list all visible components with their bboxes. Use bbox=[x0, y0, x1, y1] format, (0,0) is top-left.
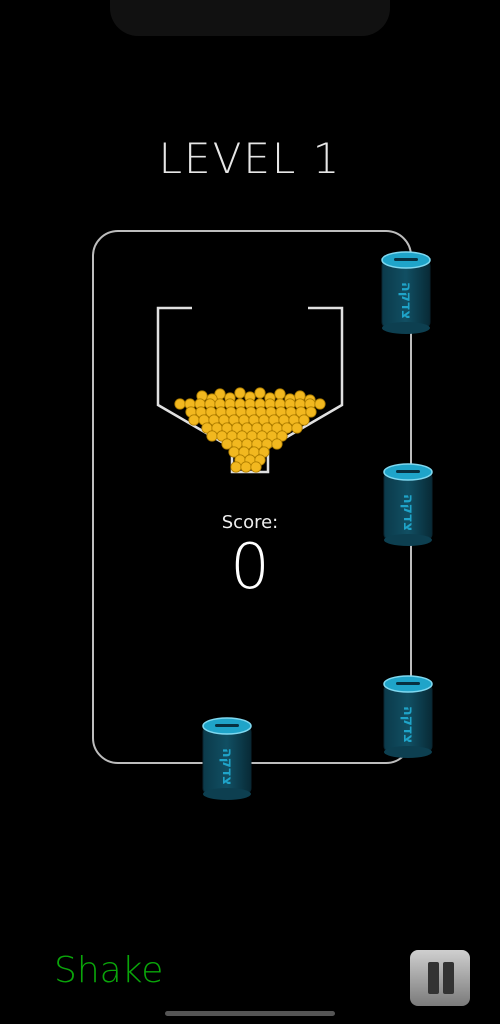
tzedakah-can-icon bbox=[383, 463, 433, 546]
ball bbox=[271, 438, 283, 450]
ball bbox=[314, 398, 326, 410]
ball bbox=[174, 398, 186, 410]
shake-button[interactable]: Shake bbox=[54, 950, 164, 991]
ball bbox=[298, 414, 310, 426]
cup-label: צדקה bbox=[400, 706, 416, 744]
charity-cup-bottom-right[interactable]: צדקה bbox=[382, 674, 434, 760]
tzedakah-can-icon bbox=[383, 675, 433, 758]
ball bbox=[291, 422, 303, 434]
charity-cup-top-right[interactable]: צדקה bbox=[380, 250, 432, 336]
ball bbox=[305, 406, 317, 418]
tzedakah-can-icon bbox=[381, 251, 431, 334]
ball bbox=[234, 387, 246, 399]
score-label: Score: bbox=[221, 512, 279, 533]
ball bbox=[240, 461, 252, 473]
charity-cup-bottom[interactable]: צדקה bbox=[201, 716, 253, 802]
ball bbox=[274, 388, 286, 400]
tzedakah-can-icon bbox=[202, 717, 252, 800]
ball bbox=[254, 387, 266, 399]
ball-hopper[interactable] bbox=[150, 300, 350, 484]
charity-cup-middle-right[interactable]: צדקה bbox=[382, 462, 434, 548]
cup-label: צדקה bbox=[398, 282, 414, 320]
cup-label: צדקה bbox=[400, 494, 416, 532]
ball bbox=[188, 414, 200, 426]
device-notch bbox=[110, 0, 390, 36]
level-title: LEVEL 1 bbox=[158, 134, 342, 183]
hopper-graphic bbox=[156, 306, 344, 474]
ball bbox=[206, 430, 218, 442]
home-indicator bbox=[165, 1011, 335, 1016]
pause-button[interactable] bbox=[410, 950, 470, 1006]
pause-icon-bar bbox=[443, 962, 454, 994]
pause-icon bbox=[428, 962, 439, 994]
score-value: 0 bbox=[230, 530, 270, 603]
ball bbox=[276, 430, 288, 442]
ball bbox=[230, 461, 242, 473]
ball-pile bbox=[174, 387, 326, 473]
ball bbox=[250, 461, 262, 473]
cup-label: צדקה bbox=[219, 748, 235, 786]
